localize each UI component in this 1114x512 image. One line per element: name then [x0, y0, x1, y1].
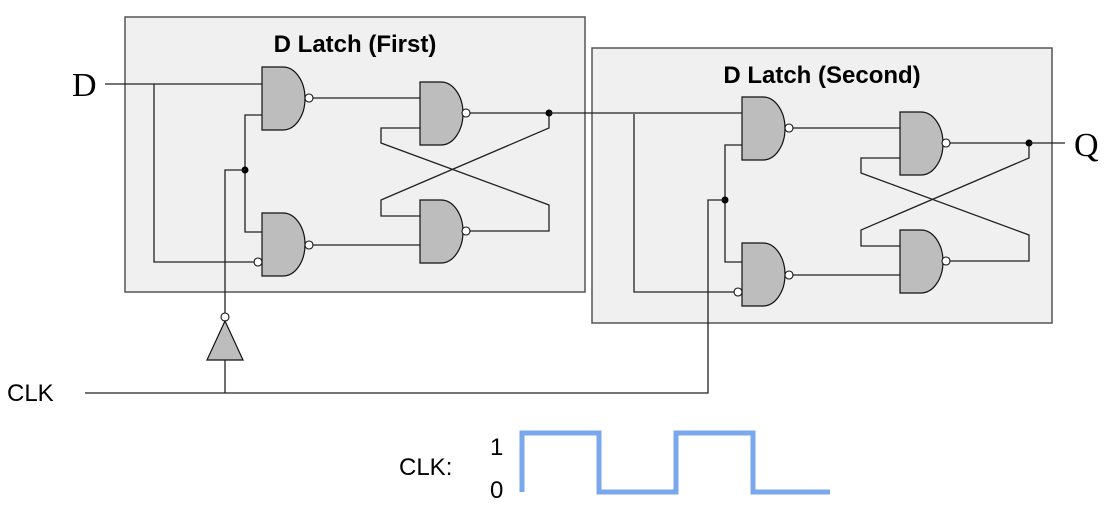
nand-gate-3-bubble [461, 108, 471, 118]
d-input-label: D [72, 67, 97, 104]
clk-input-label: CLK [7, 380, 54, 407]
waveform-high-label: 1 [490, 434, 503, 461]
nand-gate-1-bubble [304, 93, 314, 103]
latch-second-title: D Latch (Second) [723, 62, 920, 89]
latch2-nand-gate-3 [899, 111, 944, 176]
latch2-d-branch-wire [633, 114, 734, 293]
d-branch-wire [153, 84, 254, 263]
clk-input-wire [85, 199, 725, 394]
clock-waveform [519, 430, 830, 495]
latch2-nand-gate-4-bubble [941, 256, 951, 266]
latch2-nand-gate-1-bubble [784, 123, 794, 133]
latch2-nand-gate-3-bubble [941, 138, 951, 148]
latch2-nand-gate-1 [741, 96, 786, 161]
latch-second-circuit [633, 96, 1033, 307]
nand-gate-3 [419, 81, 464, 146]
latch2-nand-gate-2-bubble [784, 270, 794, 280]
latch2-feedback-wire-lower [860, 157, 1030, 262]
feedback-wire-upper [380, 112, 550, 217]
nand-gate-4-bubble [461, 226, 471, 236]
nand-gate-2 [261, 212, 306, 277]
nand-gate-4 [419, 199, 464, 264]
latch2-nand-gate-4 [899, 229, 944, 294]
latch2-nand-gate-2 [741, 242, 786, 307]
nand-gate-1 [261, 66, 306, 131]
waveform-low-label: 0 [490, 477, 503, 504]
latch-first-box [124, 16, 586, 293]
latch-first-circuit [153, 66, 553, 277]
nand-gate-2-input-bubble [253, 257, 263, 267]
waveform-clk-label: CLK: [399, 454, 452, 481]
inverter-output-wire [224, 169, 245, 313]
latch2-nand-gate-2-input-bubble [733, 287, 743, 297]
latch-first-title: D Latch (First) [274, 31, 437, 58]
latch-second-box [591, 47, 1053, 324]
nand-gate-2-bubble [304, 240, 314, 250]
q-output-label: Q [1074, 127, 1099, 164]
feedback-wire-lower [380, 127, 550, 232]
clock-inverter [206, 319, 244, 361]
latch2-feedback-wire-upper [860, 142, 1030, 247]
